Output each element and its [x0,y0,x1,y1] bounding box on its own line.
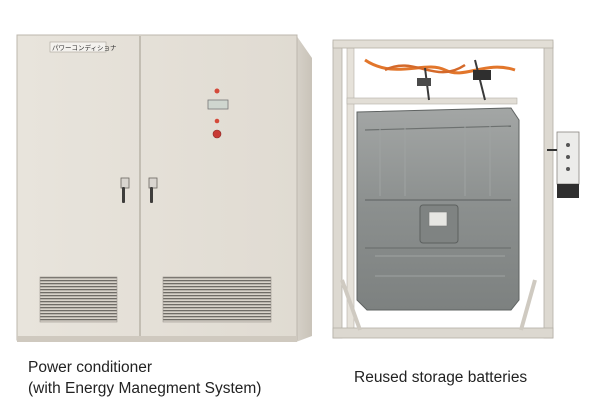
indicator-lamp [214,88,220,94]
door-handle-icon [148,177,158,203]
stop-button-icon [212,129,222,139]
power-conditioner-caption: Power conditioner (with Energy Manegment… [28,357,318,399]
caption-line: (with Energy Manegment System) [28,380,262,397]
indicator-lamp [214,118,220,124]
batteries-caption: Reused storage batteries [354,369,528,386]
battery-pack [356,107,520,311]
display-panel-icon [207,99,229,110]
caption-line: Power conditioner [28,359,153,376]
nameplate: パワーコンディショナ [49,41,117,53]
power-conditioner-photo: パワーコンディショナ [16,34,312,342]
vent-louver [39,276,118,323]
door-handle-icon [120,177,130,203]
battery-rack-photo [332,39,580,339]
battery-label [428,211,448,227]
vent-louver [162,276,272,323]
nameplate-text: パワーコンディショナ [52,43,117,52]
power-cable [364,58,516,75]
